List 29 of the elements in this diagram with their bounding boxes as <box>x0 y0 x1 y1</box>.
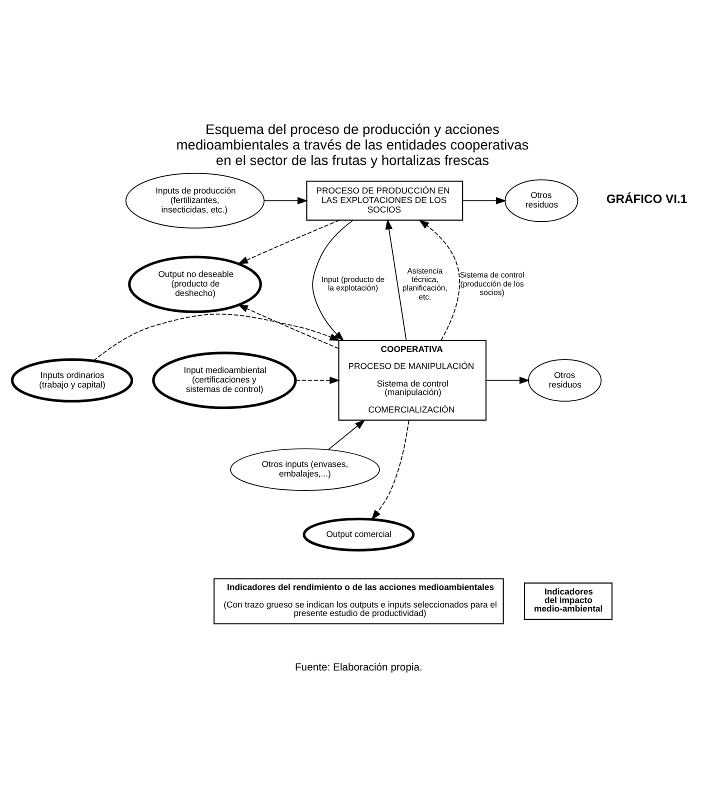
arrow <box>486 376 530 384</box>
arrow <box>462 197 506 204</box>
node-box: Indicadores del impacto medio-ambiental <box>524 582 613 620</box>
arrow <box>328 420 366 450</box>
label: GRÁFICO VI.1 <box>606 192 688 206</box>
node-box: PROCESO DE PRODUCCIÓN EN LAS EXPLOTACIONES DE LOS SOCIOS <box>306 180 464 221</box>
node-ellipse: Inputs ordinarios (trabajo y capital) <box>10 358 134 403</box>
edge-label: Sistema de control (producción de los socios) <box>460 270 524 297</box>
node-box: COOPERATIVA PROCESO DE MANIPULACIÓN Sistema de control (manipulación) COMERCIALIZACIÓN <box>338 340 487 421</box>
caption: Fuente: Elaboración propia. <box>294 662 422 674</box>
arrow <box>238 220 340 264</box>
node-ellipse: Output comercial <box>302 518 415 552</box>
arrow <box>385 219 407 341</box>
diagram-title: Esquema del proceso de producción y acciones medioambientales a través de las entidades cooperativas en el sector de las frutas y hortalizas frescas <box>176 121 529 168</box>
arrow <box>371 420 410 520</box>
arrow <box>93 314 340 362</box>
arrow <box>295 376 340 384</box>
edge-label: Input (producto de la explotación) <box>321 274 385 293</box>
arrow <box>238 304 340 350</box>
arrow <box>312 220 354 342</box>
node-box: Indicadores del rendimiento o de las acciones medioambientales (Con trazo grueso se indican los outputs e inputs seleccionados para el presente estudio de productividad) <box>214 578 504 624</box>
node-ellipse: Otros residuos <box>504 179 578 222</box>
node-ellipse: Otros residuos <box>528 359 602 402</box>
arrow <box>264 197 308 204</box>
edge-label: Asistencia técnica, planificación, etc. <box>402 266 448 302</box>
arrow <box>418 220 460 341</box>
node-ellipse: Otros inputs (envases, embalajes,...) <box>230 448 380 491</box>
node-ellipse: Input medioambiental (certificaciones y sistemas de control) <box>152 352 297 410</box>
node-ellipse: Inputs de producción (fertilizantes, insecticidas, etc.) <box>125 172 265 229</box>
